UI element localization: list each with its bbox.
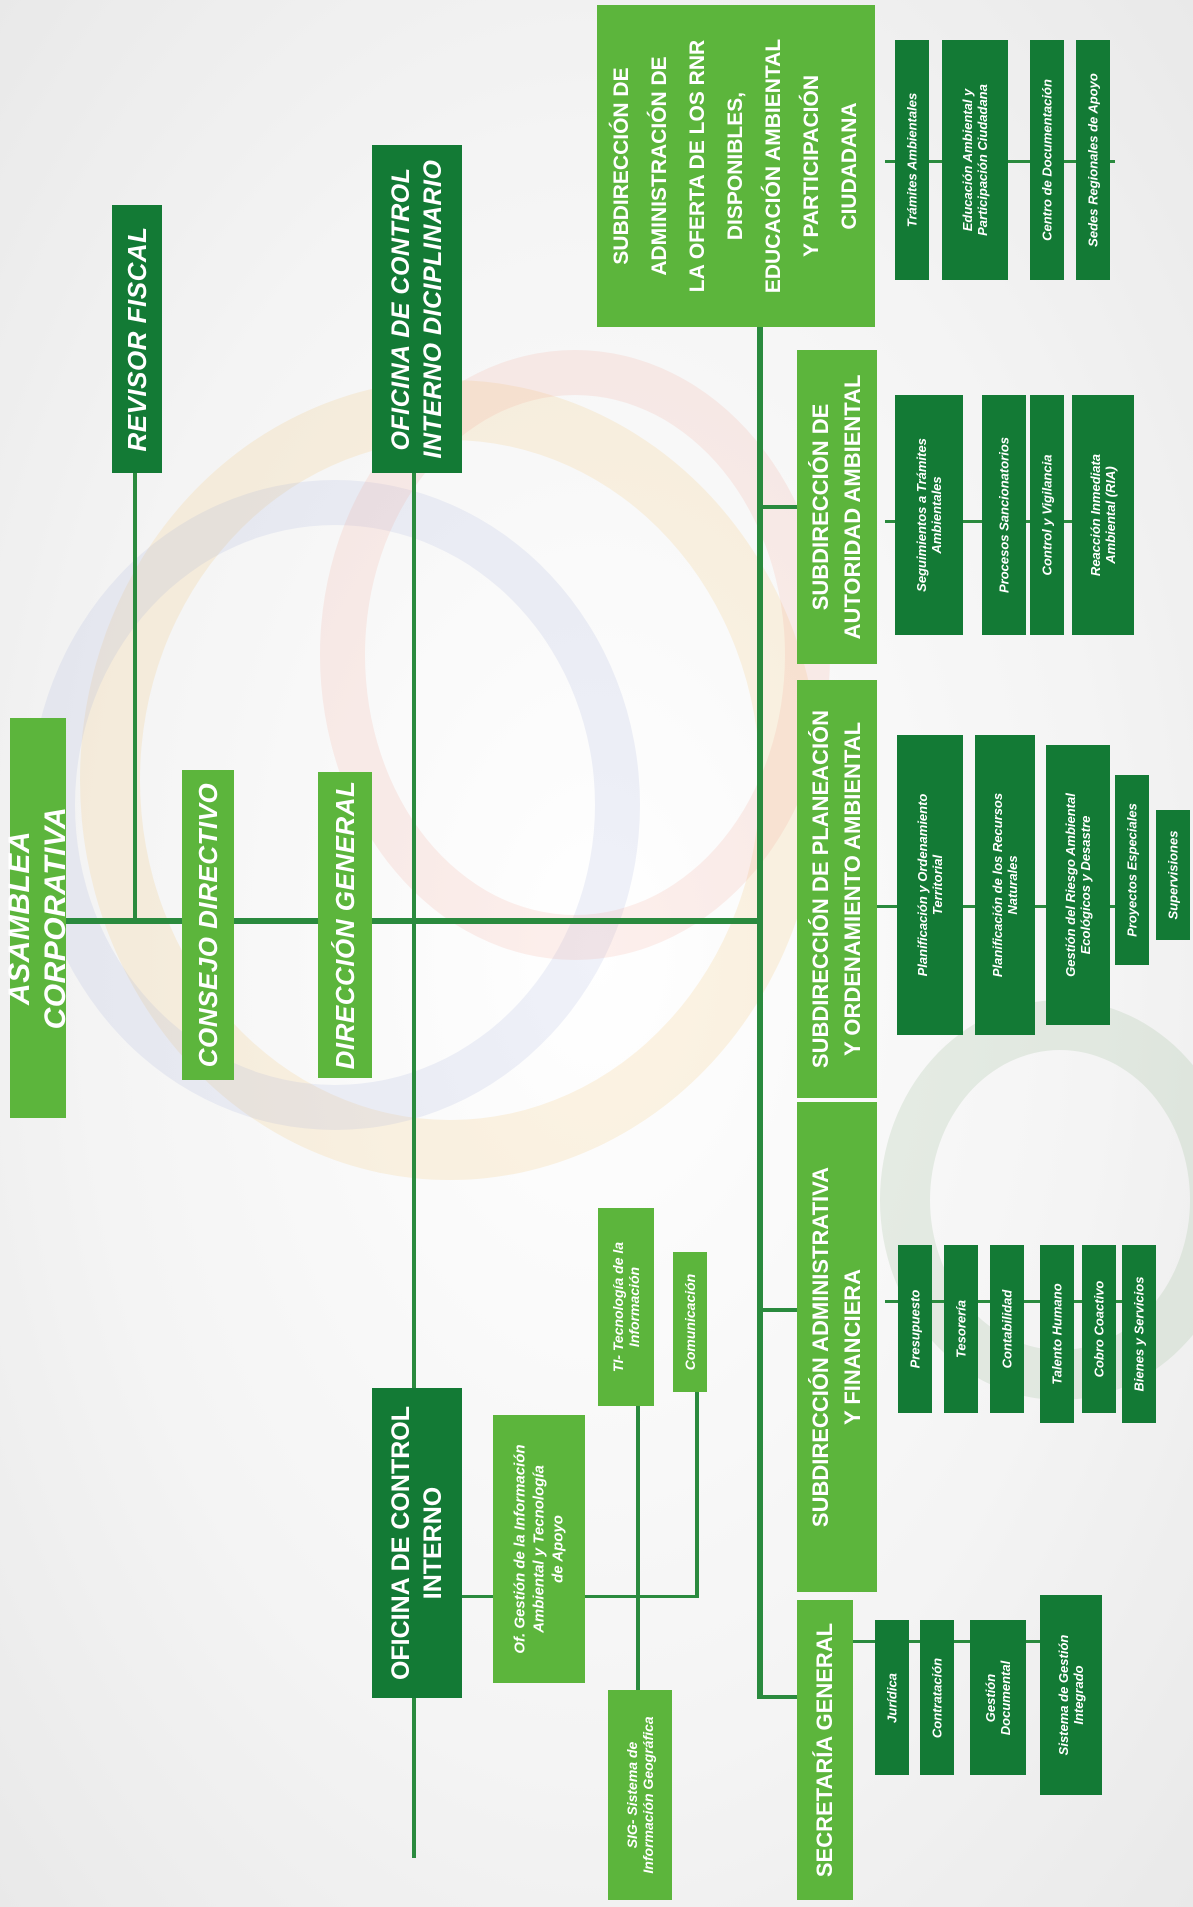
subdir-oferta-title: SUBDIRECCIÓN DE ADMINISTRACIÓN DE LA OFE… [610,38,861,294]
sig-box: SIG- Sistema de Información Geográfica [608,1690,672,1900]
sig-label: SIG- Sistema de Información Geográfica [624,1716,656,1874]
connector-revisor [133,468,137,920]
oferta-item-tramites: Trámites Ambientales [895,40,929,280]
autoridad-item-control: Control y Vigilancia [1030,395,1064,635]
branch-secretaria [757,1695,797,1699]
admin-item-presupuesto: Presupuesto [898,1245,932,1413]
control-disciplinario-label: OFICINA DE CONTROL INTERNO DICIPLINARIO [387,159,447,459]
subdir-oferta-box: SUBDIRECCIÓN DE ADMINISTRACIÓN DE LA OFE… [597,5,875,327]
subdir-trunk [757,320,763,1698]
secretaria-item-gestion-documental: Gestión Documental [970,1620,1026,1775]
oferta-item-educacion: Educación Ambiental y Participación Ciud… [942,40,1008,280]
admin-item-cobro: Cobro Coactivo [1082,1245,1116,1413]
admin-item-contabilidad: Contabilidad [990,1245,1024,1413]
subdir-planeacion-title: SUBDIRECCIÓN DE PLANEACIÓN Y ORDENAMIENT… [808,709,865,1069]
oferta-item-sedes: Sedes Regionales de Apoyo [1076,40,1110,280]
subdir-administrativa-box: SUBDIRECCIÓN ADMINISTRATIVA Y FINANCIERA [797,1102,877,1592]
ti-label: TI- Tecnología de la Información [610,1241,642,1373]
consejo-directivo-box: CONSEJO DIRECTIVO [182,770,234,1080]
planeacion-item-recursos: Planificación de los Recursos Naturales [975,735,1035,1035]
subdir-planeacion-box: SUBDIRECCIÓN DE PLANEACIÓN Y ORDENAMIENT… [797,680,877,1098]
ti-box: TI- Tecnología de la Información [598,1208,654,1406]
planeacion-item-supervisiones: Supervisiones [1156,810,1190,940]
autoridad-item-sancionatorios: Procesos Sancionatorios [982,395,1026,635]
consejo-directivo-label: CONSEJO DIRECTIVO [193,782,223,1068]
branch-autoridad [757,505,797,509]
admin-item-talento: Talento Humano [1040,1245,1074,1423]
planeacion-item-proyectos: Proyectos Especiales [1115,775,1149,965]
control-disciplinario-box: OFICINA DE CONTROL INTERNO DICIPLINARIO [372,145,462,473]
oferta-item-centro: Centro de Documentación [1030,40,1064,280]
admin-item-bienes: Bienes y Servicios [1122,1245,1156,1423]
connector-ti [636,1400,640,1690]
control-interno-box: OFICINA DE CONTROL INTERNO [372,1388,462,1698]
planeacion-item-riesgo: Gestión del Riesgo Ambiental Ecológicos … [1046,745,1110,1025]
direccion-general-label: DIRECCIÓN GENERAL [330,780,360,1070]
secretaria-general-title: SECRETARÍA GENERAL [812,1622,837,1878]
autoridad-item-seguimientos: Seguimientos a Trámites Ambientales [895,395,963,635]
main-spine [60,918,760,924]
subdir-autoridad-box: SUBDIRECCIÓN DE AUTORIDAD AMBIENTAL [797,350,877,664]
secretaria-item-juridica: Jurídica [875,1620,909,1775]
planeacion-item-territorial: Planificación y Ordenamiento Territorial [897,735,963,1035]
subdir-autoridad-title: SUBDIRECCIÓN DE AUTORIDAD AMBIENTAL [808,374,865,640]
subdir-administrativa-title: SUBDIRECCIÓN ADMINISTRATIVA Y FINANCIERA [808,1166,865,1528]
asamblea-corporativa-box: ASAMBLEA CORPORATIVA [3,718,72,1118]
connector-secretaria-items [848,1640,1076,1643]
of-gestion-informacion-label: Of. Gestión de la Información Ambiental … [511,1444,567,1654]
admin-item-tesoreria: Tesorería [944,1245,978,1413]
secretaria-general-box: SECRETARÍA GENERAL [797,1600,853,1900]
comunicacion-label: Comunicación [682,1273,698,1371]
revisor-fiscal-box: REVISOR FISCAL [112,205,162,473]
comunicacion-box: Comunicación [673,1252,707,1392]
revisor-fiscal-label: REVISOR FISCAL [122,226,152,452]
autoridad-item-ria: Reacción Inmediata Ambiental (RIA) [1072,395,1134,635]
secretaria-item-sgi: Sistema de Gestión Integrado [1040,1595,1102,1795]
connector-comunicacion [695,1390,699,1598]
direccion-general-box: DIRECCIÓN GENERAL [318,772,372,1078]
asamblea-corporativa-label: ASAMBLEA CORPORATIVA [3,806,72,1030]
secretaria-item-contratacion: Contratación [920,1620,954,1775]
of-gestion-informacion-box: Of. Gestión de la Información Ambiental … [493,1415,585,1683]
control-interno-label: OFICINA DE CONTROL INTERNO [387,1405,447,1681]
branch-admin [757,1308,797,1312]
connector-disciplinario [412,468,416,1858]
